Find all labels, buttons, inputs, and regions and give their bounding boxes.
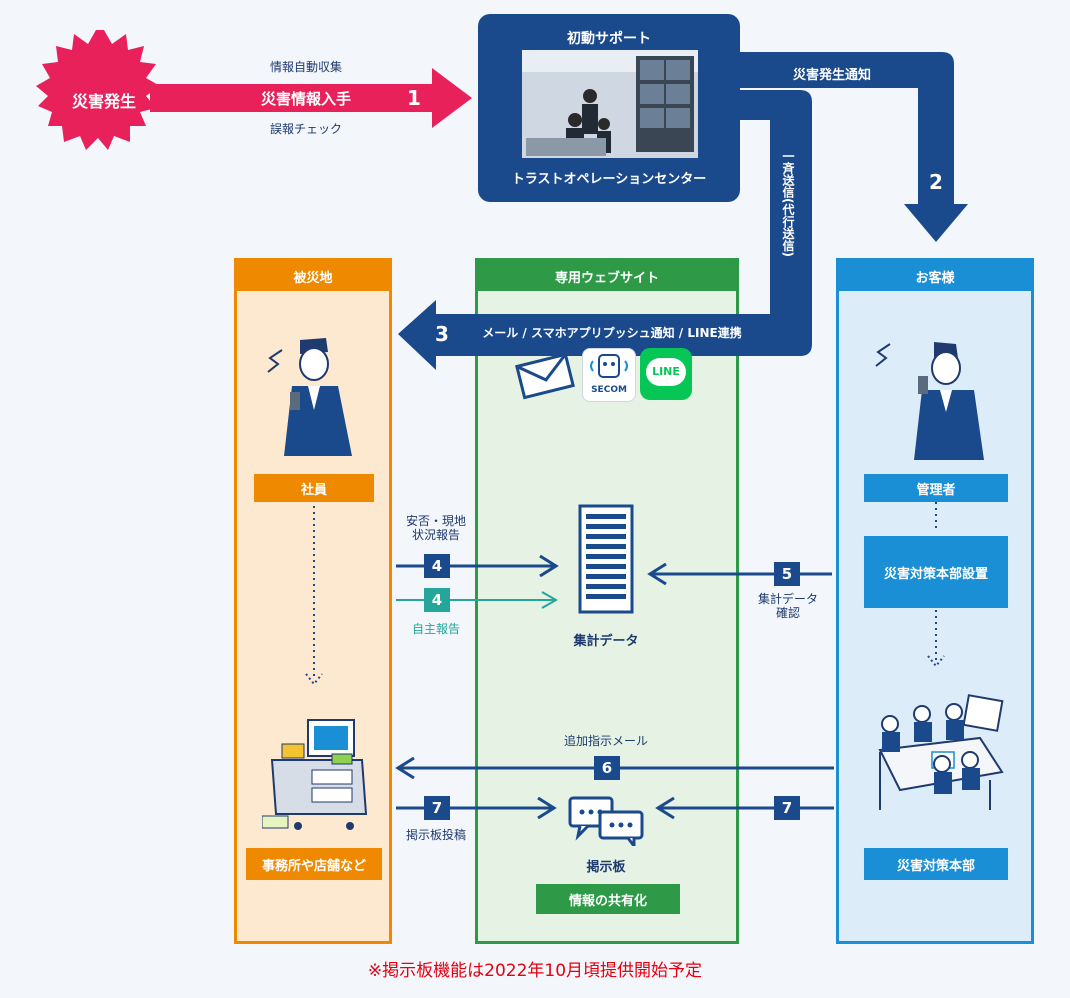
- arrow-2-label: 災害発生通知: [792, 68, 871, 83]
- flow-7-right-num: 7: [774, 796, 800, 820]
- arrow-1-bottom-text: 誤報チェック: [269, 122, 342, 136]
- operation-center-name: トラストオペレーションセンター: [511, 172, 707, 187]
- flow-7-caption: 掲示板投稿: [405, 828, 466, 842]
- line-app-icon: LINE: [640, 348, 692, 400]
- arrow-2-shape: [738, 52, 968, 242]
- flow-5-caption-1: 集計データ: [757, 592, 818, 606]
- arrow-3-label: メール / スマホアプリプッシュ通知 / LINE連携: [482, 326, 742, 340]
- mail-icon: [514, 352, 576, 400]
- arrow-1-num: 1: [407, 86, 421, 110]
- flow-4-caption-2: 状況報告: [411, 528, 460, 542]
- footnote: ※掲示板機能は2022年10月頃提供開始予定: [367, 961, 703, 981]
- arrow-1-shape: [150, 68, 472, 128]
- flow-4-num: 4: [424, 554, 450, 578]
- hq-meeting-icon: [870, 694, 1010, 814]
- employee-icon: [256, 330, 366, 456]
- flow-5-num: 5: [774, 562, 800, 586]
- aggregate-data-label: 集計データ: [573, 634, 639, 649]
- manager-icon: [872, 336, 992, 460]
- hq-setup-label: 災害対策本部設置: [864, 536, 1008, 608]
- manager-label: 管理者: [864, 474, 1008, 502]
- flow-6-num: 6: [594, 756, 620, 780]
- chat-bubbles-icon: [566, 794, 646, 851]
- arrow-2-num: 2: [929, 170, 943, 194]
- office-icon: [261, 714, 374, 834]
- arrow-3-num: 3: [435, 322, 449, 346]
- line-label: LINE: [652, 365, 680, 378]
- bulletin-board-label: 掲示板: [586, 860, 626, 875]
- flow-6-caption: 追加指示メール: [563, 734, 648, 748]
- arrow-3-vertical-label: 一斉送信(代行送信): [781, 150, 795, 257]
- hq-label: 災害対策本部: [864, 848, 1008, 880]
- office-label: 事務所や店舗など: [246, 848, 382, 880]
- flow-4-self-caption: 自主報告: [411, 622, 460, 636]
- arrow-1-main-text: 災害情報入手: [260, 90, 351, 108]
- server-icon: [578, 504, 634, 614]
- column-website-header: 専用ウェブサイト: [478, 261, 736, 291]
- flow-5-caption-2: 確認: [775, 606, 800, 620]
- secom-app-icon: SECOM: [582, 348, 636, 402]
- arrow-3-shape: [398, 90, 812, 370]
- flow-4-self-num: 4: [424, 588, 450, 612]
- info-sharing-label: 情報の共有化: [536, 884, 680, 914]
- column-customer-header: お客様: [839, 261, 1031, 291]
- initial-support-title: 初動サポート: [567, 31, 651, 47]
- disaster-burst: [36, 30, 160, 150]
- flow-4-caption-1: 安否・現地: [405, 514, 466, 528]
- disaster-label: 災害発生: [71, 92, 136, 111]
- column-affected-header: 被災地: [237, 261, 389, 291]
- arrow-1-top-text: 情報自動収集: [269, 60, 342, 74]
- secom-label: SECOM: [591, 385, 627, 395]
- flow-7-left-num: 7: [424, 796, 450, 820]
- employee-label: 社員: [254, 474, 374, 502]
